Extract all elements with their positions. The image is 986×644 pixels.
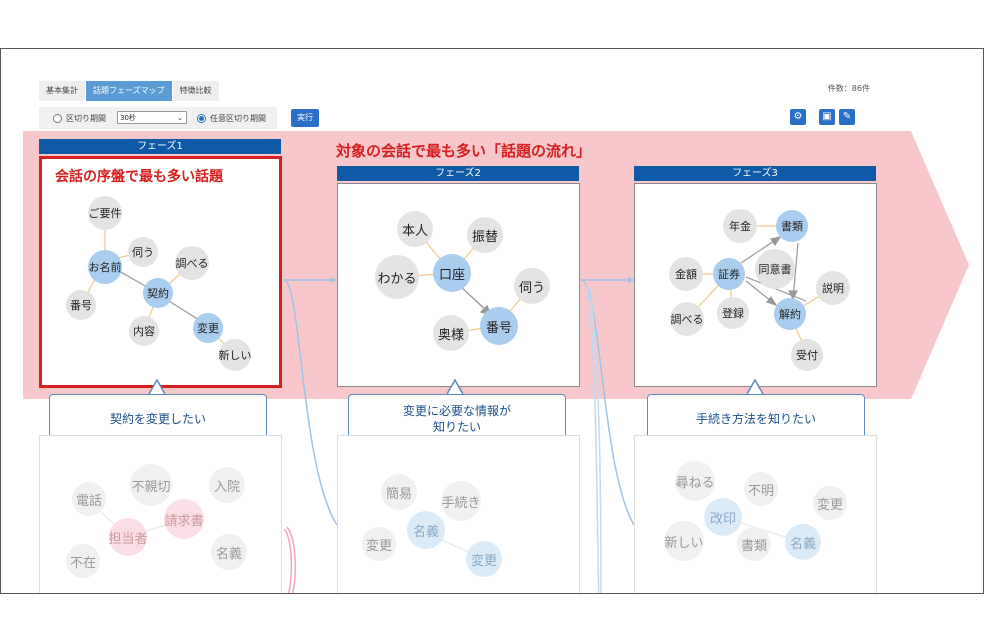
faded-node: 手続き (441, 481, 481, 521)
node-atarashii[interactable]: 新しい (219, 339, 252, 371)
wrench-icon[interactable]: ✎ (839, 109, 855, 125)
node-touroku[interactable]: 登録 (717, 297, 749, 329)
node-honnin[interactable]: 本人 (397, 211, 433, 247)
faded-node: 名義 (211, 534, 247, 570)
node-bangou[interactable]: 番号 (66, 290, 96, 320)
phase1-header: フェーズ1 (39, 139, 281, 154)
node-ukagau[interactable]: 伺う (128, 237, 158, 267)
faded-node: 尋ねる (675, 461, 715, 501)
phase1-callout-text: 契約を変更したい (109, 412, 206, 426)
node-furikae[interactable]: 振替 (467, 217, 503, 253)
faded-node: 名義 (407, 511, 445, 549)
radio-custom-interval[interactable] (197, 114, 206, 123)
phase1-title: 会話の序盤で最も多い話題 (55, 169, 223, 185)
flow-connectors (283, 277, 635, 593)
faded-node: 入院 (209, 467, 245, 503)
node-shouken[interactable]: 証券 (713, 258, 745, 290)
node-doisho[interactable]: 同意書 (755, 249, 795, 289)
node-wakaru[interactable]: わかる (375, 255, 419, 299)
faded-node: 改印 (704, 498, 742, 536)
faded-node: 担当者 (109, 518, 148, 556)
phase2-header: フェーズ2 (337, 166, 579, 181)
tab-topic-phase-map[interactable]: 話題フェーズマップ (86, 81, 173, 101)
tab-bar: 基本集計 話題フェーズマップ 特徴比較 (39, 81, 220, 101)
faded-node: 簡易 (381, 474, 417, 510)
node-henkou[interactable]: 変更 (193, 313, 223, 343)
faded-node: 不在 (66, 544, 100, 578)
tab-basic[interactable]: 基本集計 (39, 81, 86, 101)
gear-icon[interactable]: ⚙ (790, 109, 806, 125)
faded-node: 名義 (785, 524, 821, 560)
node-nenkin[interactable]: 年金 (723, 209, 757, 243)
node-naiyou[interactable]: 内容 (129, 316, 159, 346)
interval-select[interactable]: 30秒 ⌄ (117, 111, 187, 124)
node-shiraberu-3[interactable]: 調べる (670, 302, 704, 336)
tab-feature-compare[interactable]: 特徴比較 (172, 81, 220, 101)
faded-node: 新しい (664, 521, 704, 561)
node-bangou-2[interactable]: 番号 (480, 307, 518, 345)
node-onamae[interactable]: お名前 (88, 250, 122, 284)
node-shorui[interactable]: 書類 (776, 210, 808, 242)
node-setsumei[interactable]: 説明 (816, 271, 850, 305)
phase2-callout-line1: 変更に必要な情報が (402, 404, 511, 418)
chevron-down-icon: ⌄ (177, 114, 183, 122)
phase3-callout-text: 手続き方法を知りたい (695, 412, 816, 426)
phase2-callout-line2: 知りたい (432, 420, 481, 434)
faded-node: 変更 (466, 541, 502, 577)
node-kaiyaku[interactable]: 解約 (774, 298, 806, 330)
faded-node: 請求書 (164, 499, 204, 539)
main-title: 対象の会話で最も多い「話題の流れ」 (336, 142, 592, 160)
node-ukagau-2[interactable]: 伺う (514, 268, 550, 304)
node-keiyaku[interactable]: 契約 (143, 278, 173, 308)
node-okusama[interactable]: 奥様 (433, 315, 469, 351)
node-kingaku[interactable]: 金額 (669, 257, 703, 291)
node-shiraberu[interactable]: 調べる (175, 246, 209, 280)
node-uketsuke[interactable]: 受付 (791, 339, 823, 371)
faded-node: 不親切 (130, 464, 172, 506)
node-kouza[interactable]: 口座 (433, 254, 471, 292)
app-frame: 基本集計 話題フェーズマップ 特徴比較 件数：86件 区切り期間 30秒 ⌄ 任… (0, 48, 984, 594)
count-label: 件数：86件 (827, 84, 870, 93)
faded-node: 電話 (72, 482, 106, 516)
radio-interval[interactable] (53, 114, 62, 123)
save-icon[interactable]: ▣ (819, 109, 835, 125)
faded-node: 不明 (744, 472, 778, 506)
run-button[interactable]: 実行 (291, 109, 319, 127)
node-goyoken[interactable]: ご要件 (88, 196, 122, 230)
interval-select-value: 30秒 (120, 114, 136, 122)
radio-interval-label: 区切り期間 (66, 114, 106, 123)
phase3-header: フェーズ3 (634, 166, 876, 181)
radio-custom-interval-label: 任意区切り期間 (210, 114, 266, 123)
faded-node: 書類 (737, 527, 771, 561)
faded-node: 変更 (362, 527, 396, 561)
faded-node: 変更 (813, 486, 847, 520)
control-bar: 区切り期間 30秒 ⌄ 任意区切り期間 (39, 107, 277, 129)
callout-pointers (148, 378, 764, 395)
